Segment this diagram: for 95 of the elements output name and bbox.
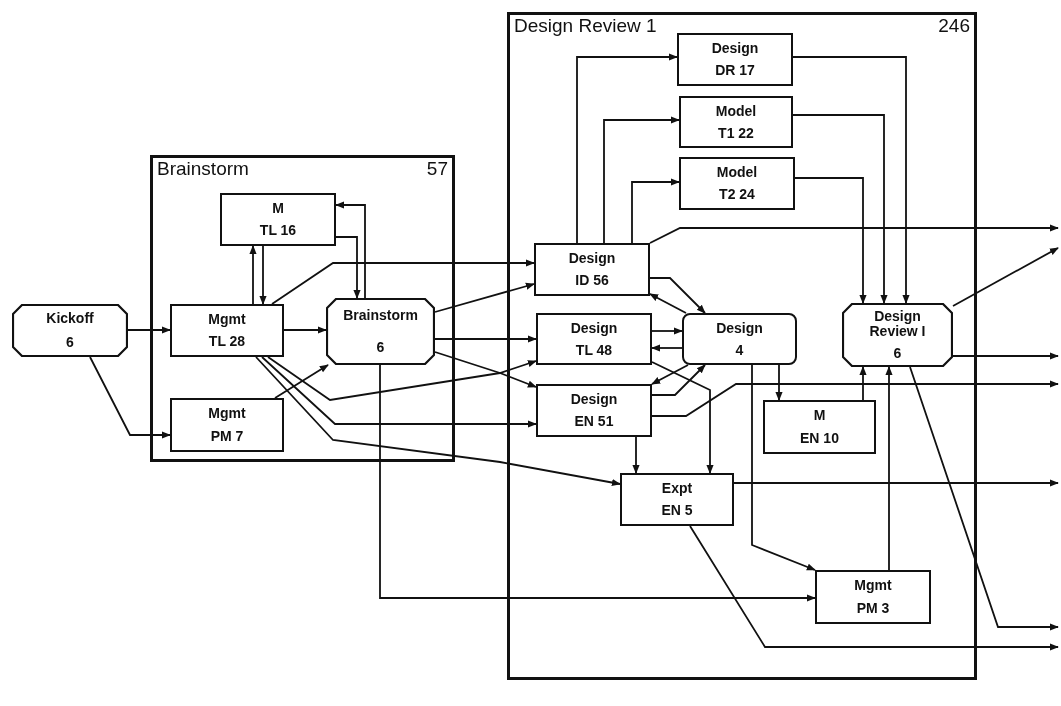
arrow: [632, 436, 640, 474]
process-box: [763, 400, 876, 454]
task-code: TL 28: [208, 334, 246, 350]
task-code: EN 51: [574, 414, 614, 430]
task-code: ID 56: [575, 273, 609, 289]
arrow: [885, 366, 893, 571]
process-box: [815, 570, 931, 624]
arrow: [733, 479, 1059, 487]
arrow: [249, 245, 257, 305]
octagon-box: [842, 303, 953, 367]
rounded-process-box: [682, 313, 797, 365]
arrow: [261, 356, 537, 428]
arrow: [576, 53, 678, 244]
task-name: Brainstorm: [343, 308, 418, 324]
task-name: Model: [716, 164, 758, 180]
task-name: Mgmt: [854, 578, 892, 593]
task-name: Design: [568, 250, 616, 266]
arrow: [952, 352, 1059, 360]
arrow: [952, 247, 1059, 307]
task-name: Model: [715, 103, 757, 119]
group-frame: [507, 12, 977, 680]
task-code: PM 3: [856, 601, 890, 616]
task-code: EN 5: [661, 503, 693, 519]
arrow: [434, 282, 535, 313]
task-name: Design Review I: [868, 308, 927, 339]
arrow: [649, 293, 687, 314]
arrow: [379, 364, 816, 602]
arrow: [689, 525, 1059, 651]
task-code: T1 22: [718, 125, 754, 141]
task-name: M: [272, 200, 284, 216]
arrow: [794, 177, 867, 304]
task-code: 6: [376, 339, 385, 355]
task-name: Kickoff: [46, 310, 94, 326]
task-name: M: [813, 408, 826, 423]
process-box: [170, 304, 284, 357]
task-code: DR 17: [715, 63, 755, 79]
task-name: Mgmt: [208, 406, 246, 421]
task-name: Mgmt: [208, 311, 246, 327]
group-title: Brainstorm: [157, 158, 249, 180]
arrow: [651, 361, 714, 474]
arrow: [909, 366, 1059, 631]
task-code: 6: [893, 346, 902, 362]
arrow: [792, 56, 910, 304]
arrow: [631, 178, 680, 244]
arrow: [649, 277, 706, 314]
task-name: Design: [570, 391, 618, 407]
task-code: PM 7: [210, 429, 244, 444]
octagon-box: [12, 304, 128, 357]
arrow: [283, 326, 327, 334]
arrow: [335, 236, 361, 299]
arrow: [751, 364, 816, 571]
arrow: [274, 364, 329, 399]
arrow: [335, 201, 366, 299]
task-code: T2 24: [719, 187, 755, 203]
process-box: [679, 157, 795, 210]
task-code: 6: [66, 335, 74, 351]
process-box: [534, 243, 650, 296]
arrow: [89, 356, 171, 439]
arrow: [859, 366, 867, 401]
process-box: [536, 384, 652, 437]
arrow: [603, 116, 680, 244]
process-box: [620, 473, 734, 526]
group-frame: [150, 155, 455, 462]
task-code: TL 16: [259, 223, 297, 239]
process-box: [677, 33, 793, 86]
arrow: [651, 364, 689, 385]
arrow: [649, 224, 1059, 244]
process-box: [536, 313, 652, 365]
arrow: [127, 326, 171, 334]
arrow: [434, 351, 537, 388]
arrow: [651, 344, 683, 352]
task-name: Expt: [661, 480, 693, 496]
group-title: Design Review 1: [514, 15, 657, 37]
arrow: [651, 364, 706, 396]
process-box: [220, 193, 336, 246]
arrow: [651, 327, 683, 335]
arrow: [434, 335, 537, 343]
arrow: [267, 356, 537, 401]
task-code: 4: [735, 342, 744, 358]
task-name: Design: [711, 40, 759, 56]
arrow: [651, 380, 1059, 417]
task-code: TL 48: [575, 342, 613, 358]
task-name: Design: [716, 320, 763, 336]
arrow: [259, 245, 267, 305]
arrow: [255, 356, 621, 487]
task-code: EN 10: [800, 431, 839, 446]
task-name: Design: [570, 320, 618, 336]
octagon-box: [326, 298, 435, 365]
group-count: 57: [426, 158, 448, 180]
process-box: [170, 398, 284, 452]
arrow: [775, 364, 783, 401]
arrow: [271, 259, 535, 305]
process-box: [679, 96, 793, 148]
group-count: 246: [938, 15, 970, 37]
arrow: [792, 114, 888, 304]
